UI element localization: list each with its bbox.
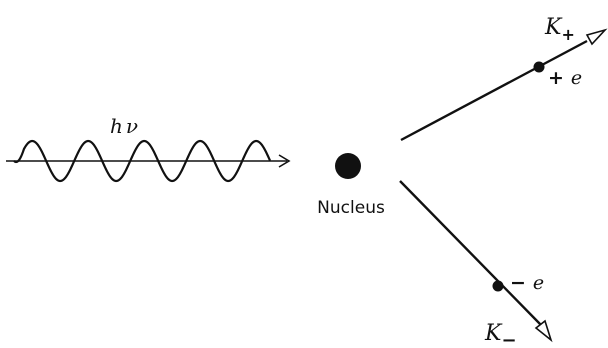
electron-dot <box>492 280 504 292</box>
photon-arrowhead <box>278 154 291 168</box>
positron-energy-symbol: K <box>544 15 563 40</box>
photon-label-h: h <box>110 114 123 138</box>
positron-dot <box>533 61 545 73</box>
electron-charge-sign: − <box>510 272 526 294</box>
positron-charge-sign: + <box>548 67 564 89</box>
positron-energy-label: K+ <box>544 15 575 44</box>
nucleus-dot <box>335 153 361 179</box>
electron-charge-symbol: e <box>533 272 544 294</box>
photon-wave <box>13 139 272 183</box>
nucleus-label: Nucleus <box>317 198 385 218</box>
electron-charge-label: −e <box>510 272 544 294</box>
electron-energy-subscript: − <box>501 330 516 348</box>
electron-energy-symbol: K <box>484 321 503 346</box>
photon-label-nu: ν <box>126 114 138 138</box>
positron-charge-label: +e <box>548 67 582 89</box>
positron-charge-symbol: e <box>571 67 582 89</box>
positron-arrowhead <box>585 28 608 46</box>
positron-track <box>400 39 588 142</box>
electron-track <box>399 180 542 326</box>
electron-energy-label: K− <box>484 321 517 348</box>
positron-energy-subscript: + <box>561 25 574 44</box>
electron-arrowhead <box>534 319 553 343</box>
